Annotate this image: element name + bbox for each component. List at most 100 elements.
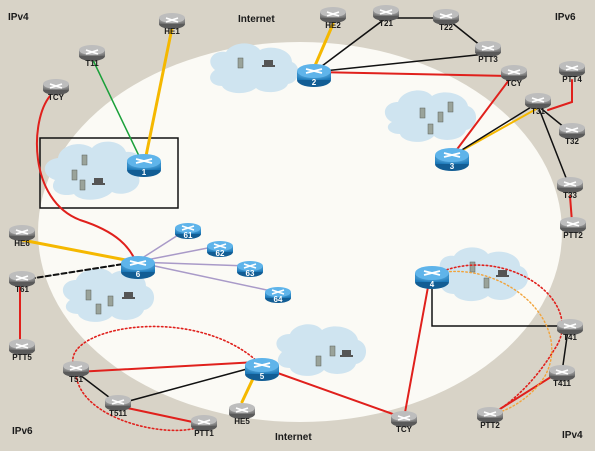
router-label: PTT1 <box>194 429 214 438</box>
router-label: PTT2 <box>563 231 583 240</box>
label-ipv6-top-right: IPv6 <box>555 12 576 23</box>
link-t511-5 <box>117 365 259 405</box>
link-t11-1 <box>91 57 141 159</box>
router-label: T21 <box>379 19 393 28</box>
cloud-5 <box>62 268 155 322</box>
server-icons <box>71 57 490 367</box>
laptop-icons <box>92 60 509 357</box>
router-label: T411 <box>553 379 571 388</box>
router-t51[interactable]: T51 <box>63 361 89 384</box>
link-t511-ptt1 <box>117 405 203 425</box>
router-64[interactable]: 64 <box>265 287 291 304</box>
router-ptt4[interactable]: PTT4 <box>559 61 585 84</box>
label-internet-bottom: Internet <box>275 432 312 443</box>
router-2[interactable]: 2 <box>297 64 331 87</box>
router-he2[interactable]: HE2 <box>320 7 346 30</box>
router-label: TCY <box>506 79 523 88</box>
link-he6-6 <box>20 238 138 264</box>
router-he5[interactable]: HE5 <box>229 403 255 426</box>
router-3[interactable]: 3 <box>435 148 469 171</box>
router-label: 61 <box>184 231 193 240</box>
link-5-tcy <box>257 365 405 419</box>
router-label: PTT3 <box>478 55 498 64</box>
router-4[interactable]: 4 <box>415 266 449 289</box>
router-t61[interactable]: T61 <box>9 271 35 294</box>
router-label: T32 <box>565 137 579 146</box>
link-t31-t33 <box>537 105 571 189</box>
router-63[interactable]: 63 <box>237 261 263 278</box>
router-t31[interactable]: T31 <box>525 93 551 116</box>
router-tcy-topright[interactable]: TCY <box>501 65 527 88</box>
router-label: PTT4 <box>562 75 582 84</box>
router-ptt3[interactable]: PTT3 <box>475 41 501 64</box>
router-6[interactable]: 6 <box>121 256 155 279</box>
router-label: 3 <box>450 162 455 171</box>
router-label: 5 <box>260 372 265 381</box>
router-t511[interactable]: T511 <box>105 395 131 418</box>
router-4-link-box <box>431 286 568 327</box>
link-4-tcy <box>403 275 431 419</box>
router-label: HE2 <box>325 21 341 30</box>
router-t33[interactable]: T33 <box>557 177 583 200</box>
router-label: HE1 <box>164 27 180 36</box>
router-label: T33 <box>563 191 577 200</box>
router-label: 62 <box>216 249 225 258</box>
router-ptt5[interactable]: PTT5 <box>9 339 35 362</box>
router-1[interactable]: 1 <box>127 154 161 177</box>
dotted-t51-ptt1 <box>75 373 203 432</box>
cloud-1 <box>44 141 143 200</box>
router-he6[interactable]: HE6 <box>9 225 35 248</box>
cloud-4 <box>439 247 529 302</box>
router-label: T11 <box>85 59 99 68</box>
label-internet-top: Internet <box>238 14 275 25</box>
label-ipv6-bottom-left: IPv6 <box>12 426 33 437</box>
dotted-t51-5 <box>72 325 259 371</box>
router-label: PTT5 <box>12 353 32 362</box>
router-label: T61 <box>15 285 29 294</box>
router-label: 6 <box>136 270 141 279</box>
router-61[interactable]: 61 <box>175 223 201 240</box>
router-label: T22 <box>439 23 453 32</box>
router-label: TCY <box>396 425 413 434</box>
link-tcy-6 <box>35 95 137 263</box>
link-he2-2 <box>312 22 335 70</box>
router-ptt1[interactable]: PTT1 <box>191 415 217 438</box>
router-label: 2 <box>312 78 317 87</box>
label-ipv4-top-left: IPv4 <box>8 12 29 23</box>
core-routers: 1 2 3 4 5 6 61 <box>121 64 469 381</box>
cloud-2 <box>210 43 299 94</box>
router-tcy-bottom[interactable]: TCY <box>391 411 417 434</box>
router-ptt2-right[interactable]: PTT2 <box>560 217 586 240</box>
link-he1-1 <box>144 26 174 158</box>
label-ipv4-bottom-right: IPv4 <box>562 430 583 441</box>
link-2-tcy <box>313 71 513 77</box>
link-2-ptt3 <box>313 53 487 73</box>
link-t51-5 <box>75 361 259 373</box>
link-t61-6 <box>21 261 137 281</box>
cloud-3 <box>384 90 477 142</box>
router-t41[interactable]: T41 <box>557 319 583 342</box>
edge-routers: HE1 HE2 T11 TCY T21 T22 PTT3 TCY <box>9 5 586 438</box>
router-t32[interactable]: T32 <box>559 123 585 146</box>
router-label: T41 <box>563 333 577 342</box>
router-5[interactable]: 5 <box>245 358 279 381</box>
router-t11[interactable]: T11 <box>79 45 105 68</box>
router-label: T31 <box>531 107 545 116</box>
cloud-group <box>44 43 529 376</box>
dotted-orange-4-ptt2 <box>433 270 553 415</box>
link-t41-t411 <box>561 329 569 373</box>
router-label: HE5 <box>234 417 250 426</box>
link-6-64 <box>135 261 277 293</box>
router-he1[interactable]: HE1 <box>159 13 185 36</box>
router-ptt2-bottom[interactable]: PTT2 <box>477 407 503 430</box>
router-tcy-topleft[interactable]: TCY <box>43 79 69 102</box>
router-label: T51 <box>69 375 83 384</box>
router-label: 63 <box>246 269 255 278</box>
router-t411[interactable]: T411 <box>549 365 575 388</box>
router-t21[interactable]: T21 <box>373 5 399 28</box>
router-t22[interactable]: T22 <box>433 9 459 32</box>
router-62[interactable]: 62 <box>207 241 233 258</box>
link-2-t21 <box>313 17 387 73</box>
router-label: 64 <box>274 295 283 304</box>
